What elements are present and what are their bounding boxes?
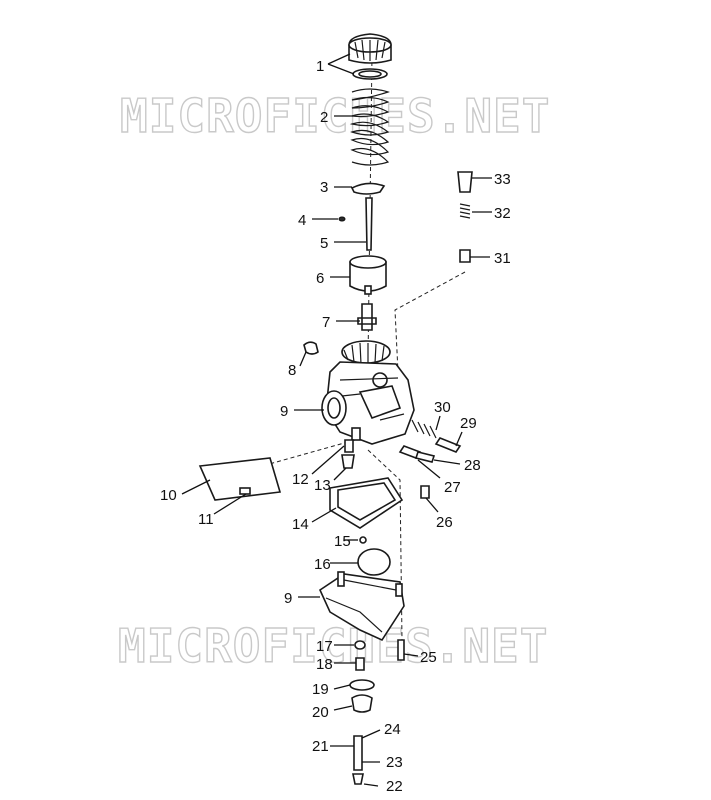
- callout-33: 33: [494, 171, 511, 188]
- callout-2: 2: [320, 109, 328, 126]
- leader-20: [333, 705, 353, 711]
- leader-25: [403, 653, 419, 657]
- leader-10: [181, 479, 211, 495]
- leader-12: [311, 445, 345, 475]
- part-9-float-bowl: [318, 571, 405, 642]
- callout-6: 6: [316, 270, 324, 287]
- part-32-spring: [459, 203, 471, 219]
- cable-route-line: [394, 271, 466, 373]
- part-3-plate: [350, 182, 386, 195]
- callout-26: 26: [436, 514, 453, 531]
- part-28-spring: [414, 451, 436, 463]
- leader-1: [327, 53, 355, 75]
- callout-30: 30: [434, 399, 451, 416]
- part-15-ball: [359, 536, 367, 544]
- callout-8: 8: [288, 362, 296, 379]
- leader-27: [417, 459, 441, 479]
- callout-12: 12: [292, 471, 309, 488]
- callout-31: 31: [494, 250, 511, 267]
- callout-24: 24: [384, 721, 401, 738]
- callout-15: 15: [334, 533, 351, 550]
- part-25-drain-screw: [397, 639, 405, 661]
- part-1-cap: [348, 33, 392, 80]
- callout-29: 29: [460, 415, 477, 432]
- part-29-screw: [434, 437, 462, 453]
- leader-19: [333, 684, 351, 690]
- part-31-cap: [459, 249, 471, 263]
- callout-32: 32: [494, 205, 511, 222]
- part-20-plug: [351, 694, 373, 713]
- part-18-jet: [355, 657, 365, 671]
- part-7-needle-jet: [357, 303, 377, 331]
- part-8-plug: [303, 341, 319, 355]
- callout-22: 22: [386, 778, 403, 795]
- callout-7: 7: [322, 314, 330, 331]
- part-19-oring: [349, 679, 375, 691]
- callout-28: 28: [464, 457, 481, 474]
- callout-3: 3: [320, 179, 328, 196]
- callout-11: 11: [198, 511, 214, 528]
- callout-14: 14: [292, 516, 309, 533]
- callout-5: 5: [320, 235, 328, 252]
- leader-24: [361, 729, 381, 739]
- part-13-jet: [341, 454, 355, 469]
- part-26-screw: [420, 485, 430, 499]
- leader-22: [363, 783, 379, 787]
- part-21-tube: [353, 735, 363, 771]
- callout-9-bottom: 9: [284, 590, 292, 607]
- callout-19: 19: [312, 681, 329, 698]
- callout-23: 23: [386, 754, 403, 771]
- part-6-slide: [349, 255, 387, 295]
- leader-11: [213, 493, 247, 515]
- callout-17: 17: [316, 638, 333, 655]
- part-30-spring: [411, 419, 437, 439]
- callout-10: 10: [160, 487, 177, 504]
- part-12-jet: [344, 439, 354, 453]
- leader-14: [311, 507, 337, 523]
- callout-27: 27: [444, 479, 461, 496]
- callout-18: 18: [316, 656, 333, 673]
- leader-8: [299, 351, 307, 367]
- part-10-gasket-sheet: [198, 457, 282, 501]
- part-2-spring: [349, 88, 390, 166]
- callout-20: 20: [312, 704, 329, 721]
- callout-9-top: 9: [280, 403, 288, 420]
- carburetor-body: [321, 340, 415, 445]
- leader-26: [425, 497, 439, 513]
- callout-21: 21: [312, 738, 329, 755]
- callout-25: 25: [420, 649, 437, 666]
- watermark-bottom: MICROFICHES.NET: [118, 619, 548, 673]
- part-4-clip: [338, 216, 346, 222]
- part-16-float: [357, 548, 391, 576]
- part-17-washer: [354, 640, 366, 650]
- part-5-needle: [365, 197, 373, 251]
- leader-28: [433, 459, 461, 465]
- part-14-gasket-inner: [337, 482, 397, 521]
- callout-1: 1: [316, 58, 324, 75]
- part-22-screw: [352, 773, 364, 785]
- leader-30: [435, 415, 441, 431]
- callout-13: 13: [314, 477, 331, 494]
- leader-13: [333, 467, 347, 481]
- callout-16: 16: [314, 556, 331, 573]
- part-33-adjuster: [457, 171, 473, 193]
- leader-29: [455, 431, 463, 447]
- callout-4: 4: [298, 212, 306, 229]
